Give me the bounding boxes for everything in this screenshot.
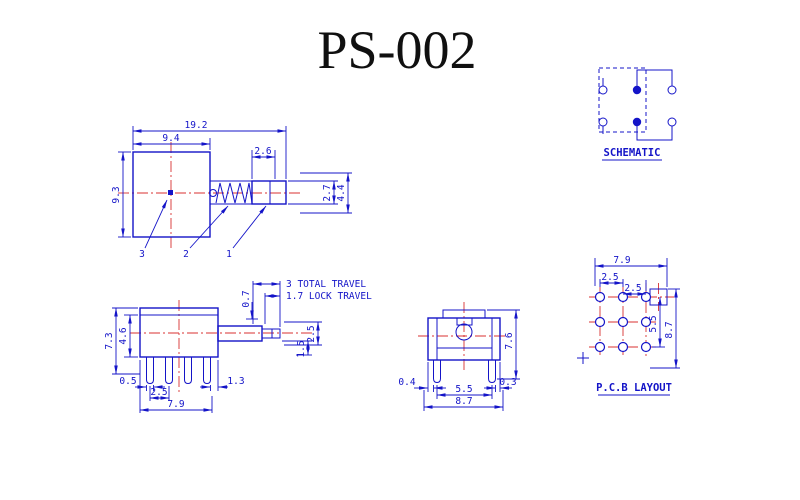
pad xyxy=(640,341,652,353)
pad xyxy=(640,316,652,328)
dim-lock-travel: 1.7 LOCK TRAVEL xyxy=(286,291,372,302)
dim-7-6: 7.6 xyxy=(504,332,515,349)
side-view-b-dimensions: 7.6 0.4 0.3 5.5 8.7 xyxy=(398,309,520,411)
pad xyxy=(594,291,606,303)
pcb-dimensions: 7.9 2.5 2.5 5.5 8.7 xyxy=(594,255,680,369)
common-contact-dot xyxy=(632,85,642,95)
dim-2-7: 2.7 xyxy=(322,184,333,201)
spring-hook xyxy=(209,189,217,197)
dim-pcb-2-5-a: 2.5 xyxy=(601,272,618,283)
pad xyxy=(594,341,606,353)
dim-2-5-plunger: 2.5 xyxy=(306,325,317,342)
spring-coil xyxy=(215,182,253,204)
dim-total-travel: 3 TOTAL TRAVEL xyxy=(286,279,366,290)
dim-4-6: 4.6 xyxy=(118,327,129,344)
dim-pcb-7-9: 7.9 xyxy=(613,255,630,266)
dim-pcb-5-5: 5.5 xyxy=(648,315,659,332)
dim-0-3: 0.3 xyxy=(499,377,516,388)
pcb-layout-view: 7.9 2.5 2.5 5.5 8.7 P.C.B LAYOUT xyxy=(577,255,680,396)
side-view-dimensions: 19.2 9.4 2.6 9.3 2.7 4.4 xyxy=(111,120,352,238)
dim-9-3: 9.3 xyxy=(111,186,122,203)
datum-cross xyxy=(577,352,589,364)
part-label-3: 3 xyxy=(139,249,145,260)
dim-1-5: 1.5 xyxy=(296,340,307,357)
side-b-pins xyxy=(433,360,496,384)
dim-0-7: 0.7 xyxy=(241,290,252,307)
dim-2-5-pitch: 2.5 xyxy=(150,387,167,398)
terminal-circle xyxy=(598,117,608,127)
side-view-b-centerlines xyxy=(418,302,508,372)
spring-section xyxy=(209,180,253,205)
terminal-circle xyxy=(667,117,677,127)
front-view: 7.3 4.6 0.7 3 TOTAL TRAVEL 1.7 LOCK TRAV… xyxy=(104,279,372,413)
front-pins xyxy=(146,357,211,385)
pad xyxy=(617,316,629,328)
plunger-section xyxy=(251,180,287,205)
front-view-centerlines xyxy=(130,300,312,392)
schematic-view: SCHEMATIC xyxy=(598,67,677,161)
dim-pcb-8-7: 8.7 xyxy=(664,321,675,338)
front-view-dimensions: 7.3 4.6 0.7 3 TOTAL TRAVEL 1.7 LOCK TRAV… xyxy=(104,279,372,413)
dim-19-2: 19.2 xyxy=(185,120,208,131)
part-callouts: 3 2 1 xyxy=(139,199,267,260)
part-label-1: 1 xyxy=(226,249,232,260)
terminal-circle xyxy=(598,85,608,95)
part-label-2: 2 xyxy=(183,249,189,260)
side-view-b: 7.6 0.4 0.3 5.5 8.7 xyxy=(398,302,520,411)
dim-0-4: 0.4 xyxy=(398,377,415,388)
front-plunger xyxy=(217,325,281,342)
schematic-label: SCHEMATIC xyxy=(604,147,661,159)
terminal-circle xyxy=(667,85,677,95)
common-contact-dot xyxy=(632,117,642,127)
dim-1-3: 1.3 xyxy=(227,376,244,387)
dim-8-7: 8.7 xyxy=(455,396,472,407)
schematic-enclosure xyxy=(598,67,647,133)
dim-4-4: 4.4 xyxy=(336,184,347,201)
dim-0-5: 0.5 xyxy=(119,376,136,387)
dim-7-3: 7.3 xyxy=(104,332,115,349)
side-view: 19.2 9.4 2.6 9.3 2.7 4.4 3 2 xyxy=(111,120,352,260)
pad xyxy=(594,316,606,328)
dim-pcb-2-5-b: 2.5 xyxy=(624,283,641,294)
detent-circle xyxy=(455,323,473,341)
dim-9-4: 9.4 xyxy=(162,133,179,144)
pivot-mark xyxy=(168,190,173,195)
dim-5-5: 5.5 xyxy=(455,384,472,395)
pad xyxy=(617,341,629,353)
dim-7-9: 7.9 xyxy=(167,399,184,410)
pcb-layout-label: P.C.B LAYOUT xyxy=(596,382,672,394)
page-title: PS-002 xyxy=(317,20,476,80)
pcb-pads xyxy=(594,291,652,353)
dim-2-6: 2.6 xyxy=(254,146,271,157)
